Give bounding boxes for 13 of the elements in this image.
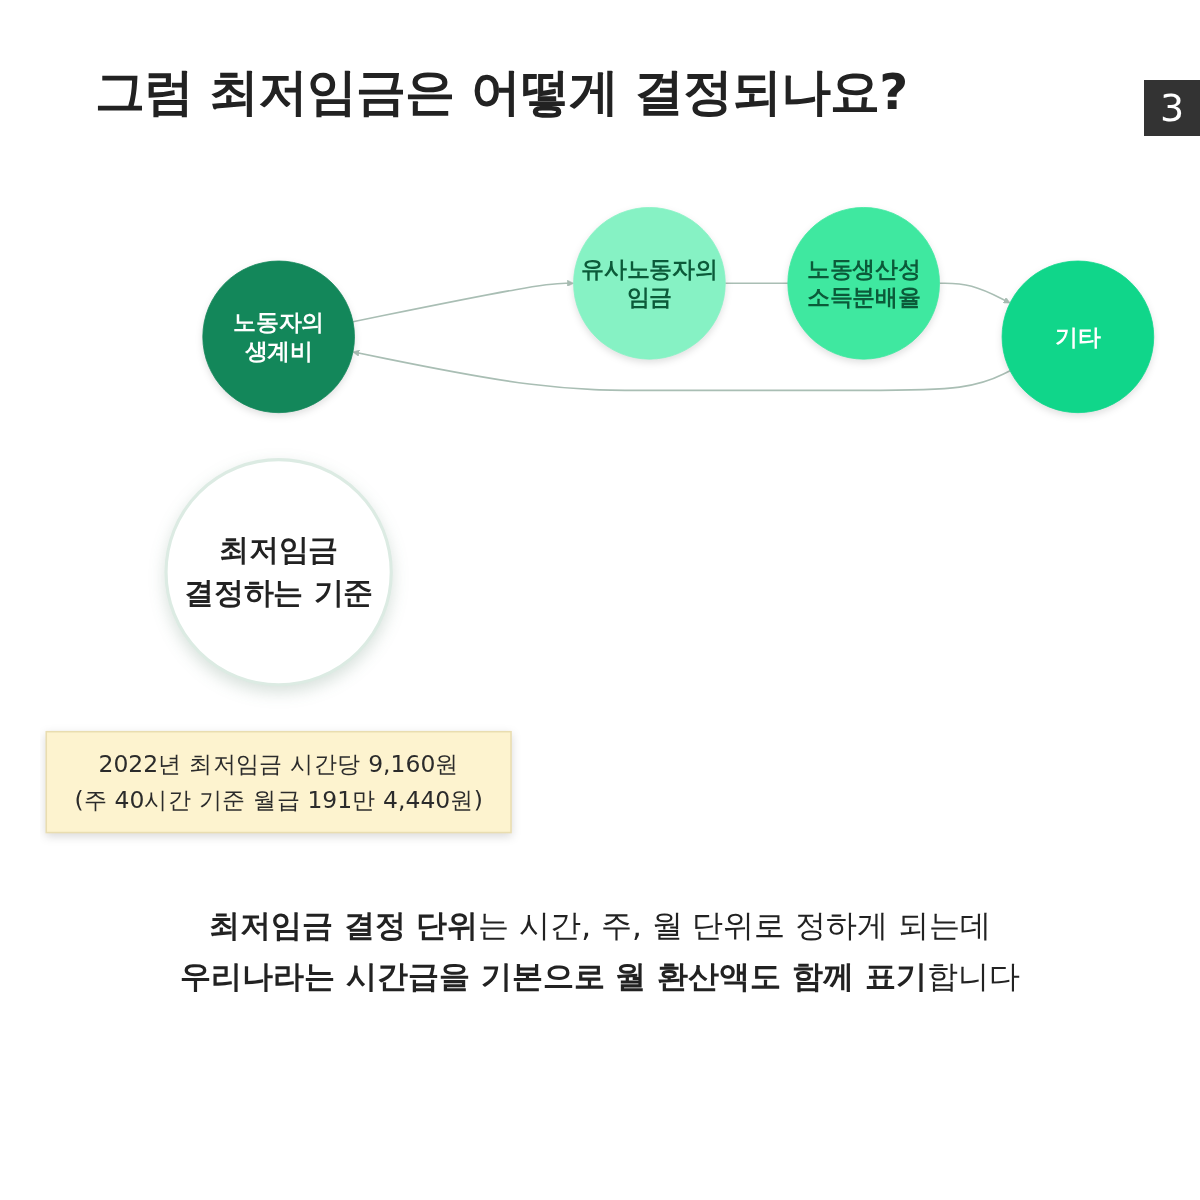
circle-node: 노동생산성 소득분배율 [787,207,940,360]
arrow [352,279,574,323]
circle-node: 유사노동자의 임금 [573,207,726,360]
arrow [938,282,1011,304]
circle-node: 최저임금 결정하는 기준 [164,458,393,687]
note-card: 2022년 최저임금 시간당 9,160원 (주 40시간 기준 월급 191만 4,440원) [45,730,512,834]
page-number: 3 [1144,80,1200,136]
circle-node: 기타 [1001,260,1155,414]
description-text: 최저임금 결정 단위는 시간, 주, 월 단위로 정하게 되는데 우리나라는 시간급을 기본으로 월 환산액도 함께 표기합니다 [179,906,1021,997]
connector-line [724,282,789,285]
title: 그럼 최저임금은 어떻게 결정되나요? [95,62,908,122]
arrow [352,349,1011,392]
circle-node: 노동자의 생계비 [202,260,355,414]
